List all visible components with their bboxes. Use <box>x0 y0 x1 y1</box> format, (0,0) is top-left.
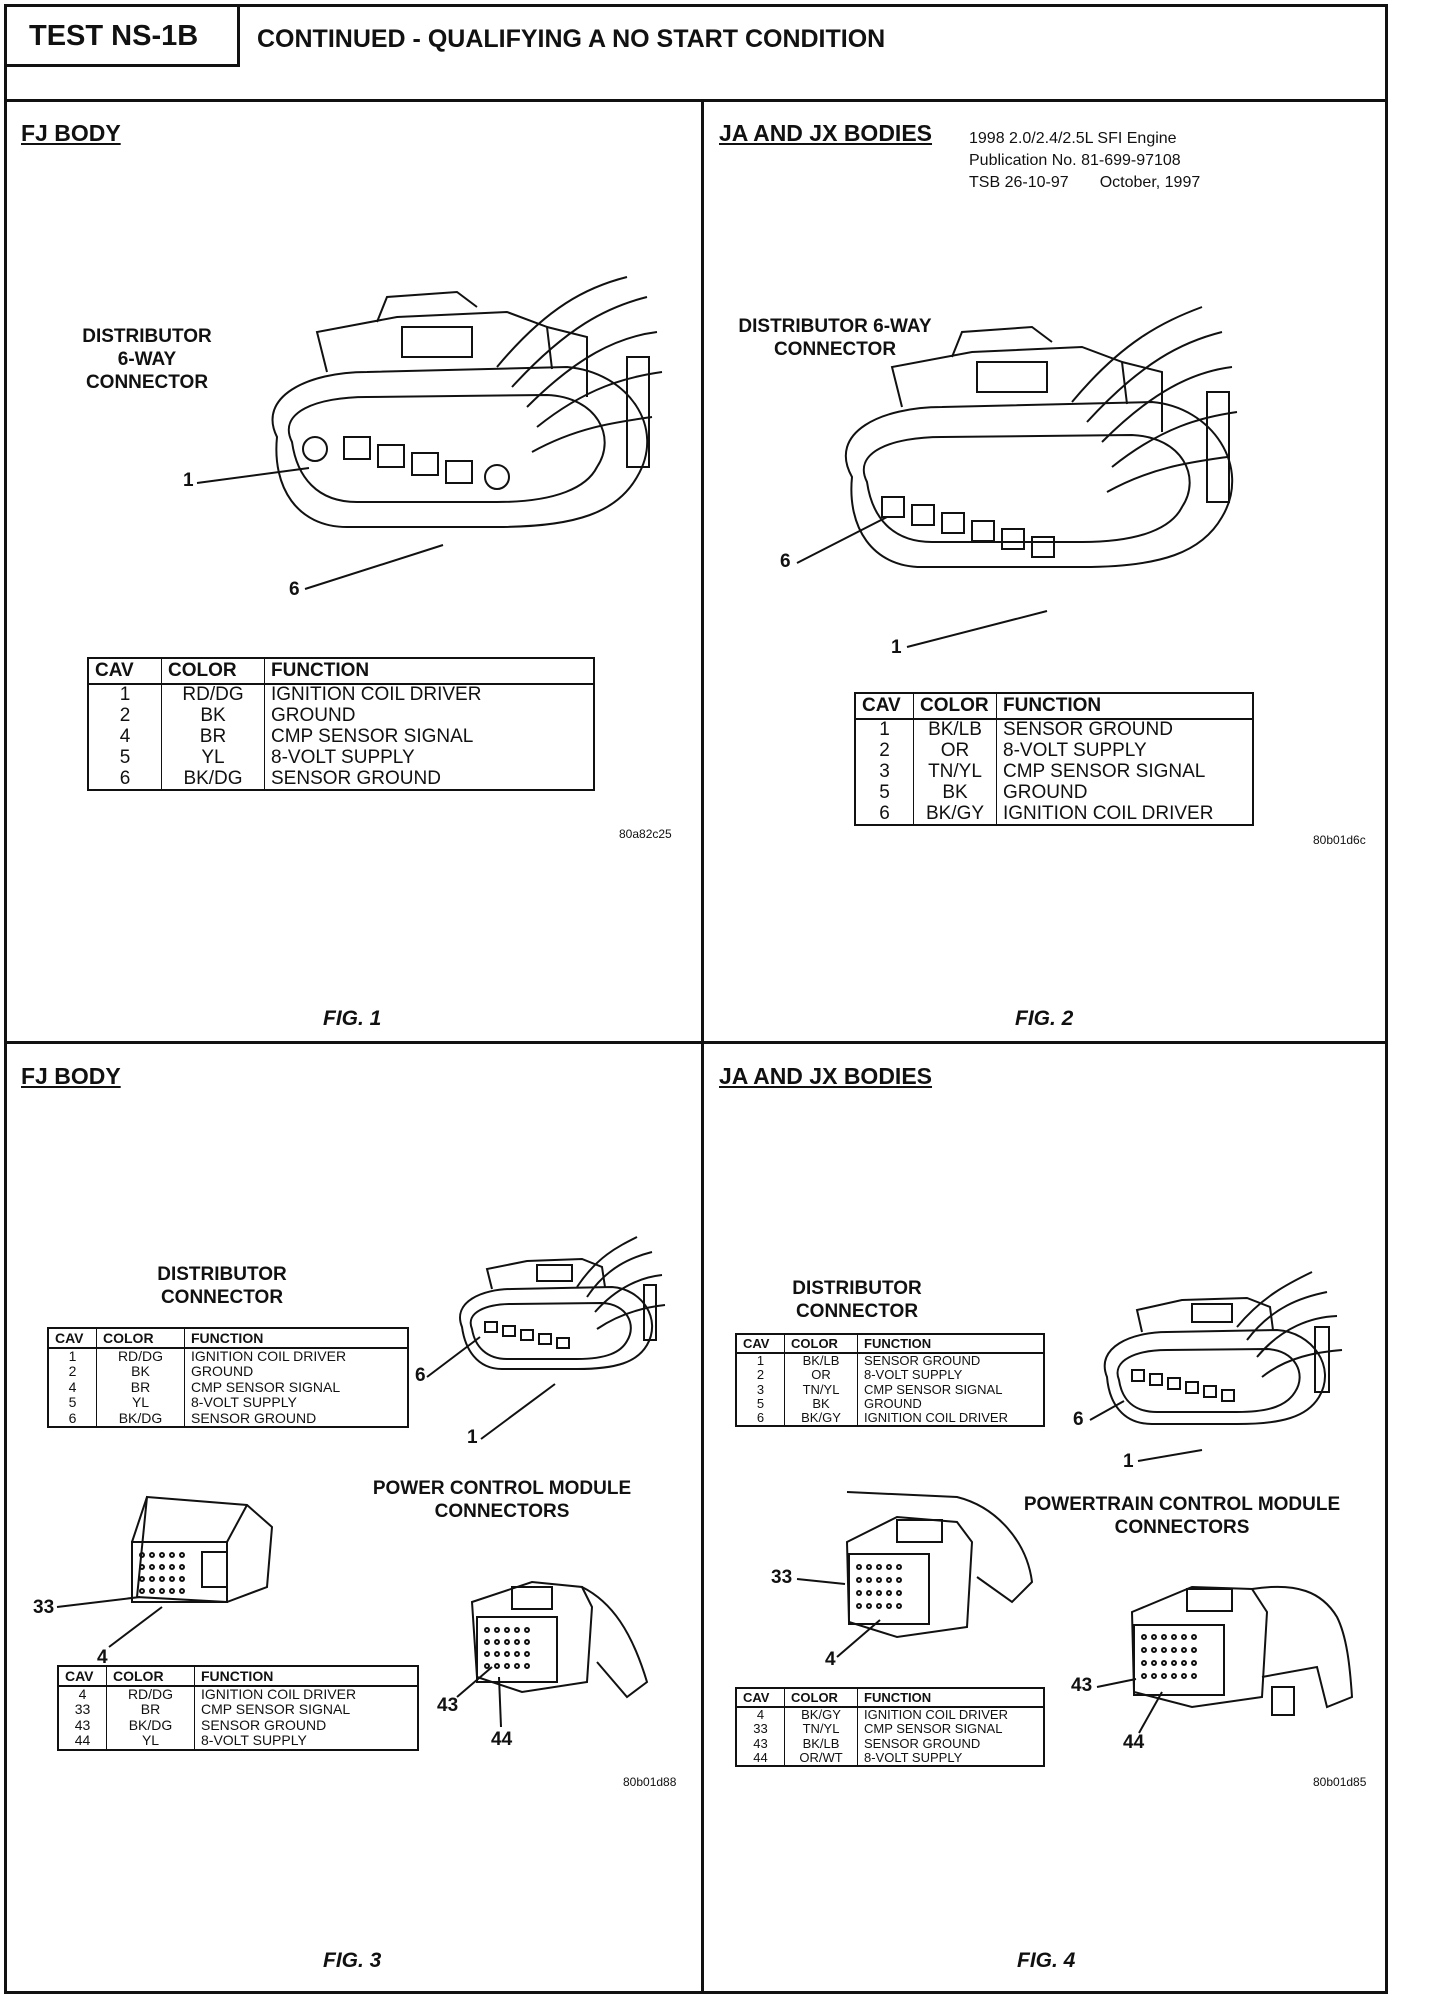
fig1-section-title: FJ BODY <box>21 120 121 146</box>
fig2-drawing-code: 80b01d6c <box>1313 833 1366 847</box>
fig2-caption: FIG. 2 <box>1015 1007 1074 1030</box>
fig1-drawing-code: 80a82c25 <box>619 827 672 841</box>
fig3-caption: FIG. 3 <box>323 1949 382 1972</box>
fig2-section-title: JA AND JX BODIES <box>719 120 933 146</box>
page-header: TEST NS-1B CONTINUED - QUALIFYING A NO S… <box>7 7 1385 102</box>
fig4-pcm-connector-b <box>1130 1585 1354 1716</box>
fig3-pcm-connector-b <box>470 1580 649 1699</box>
fig1-caption: FIG. 1 <box>323 1007 382 1030</box>
fig3-pcm-callout-33: 33 <box>33 1597 55 1618</box>
fig3-dist-callout-1: 1 <box>467 1427 478 1448</box>
fig4-pcm-callout-43: 43 <box>1071 1675 1093 1696</box>
fig4-drawing-code: 80b01d85 <box>1313 1775 1367 1789</box>
pub-tsb: TSB 26-10-97 October, 1997 <box>969 174 1201 191</box>
fig4-caption: FIG. 4 <box>1017 1949 1076 1972</box>
fig4-section-title: JA AND JX BODIES <box>719 1063 933 1089</box>
page-frame: TEST NS-1B CONTINUED - QUALIFYING A NO S… <box>4 4 1388 1994</box>
fig4-dist-callout-6: 6 <box>1073 1409 1084 1430</box>
callout-leaders <box>56 467 1203 1734</box>
fig2-connector-drawing <box>844 306 1238 568</box>
fig3-pcm-connector-a <box>131 1495 274 1604</box>
fig3-pcm-callout-4: 4 <box>97 1647 108 1668</box>
quadrant-divider-horizontal <box>7 1041 1385 1044</box>
fig1-callout-1: 1 <box>183 470 194 491</box>
fig4-dist-callout-1: 1 <box>1123 1451 1134 1472</box>
page-title: CONTINUED - QUALIFYING A NO START CONDIT… <box>257 25 886 53</box>
fig3-drawing-code: 80b01d88 <box>623 1775 677 1789</box>
fig1-callout-6: 6 <box>289 579 300 600</box>
fig3-section-title: FJ BODY <box>21 1063 121 1089</box>
pub-engine: 1998 2.0/2.4/2.5L SFI Engine <box>969 130 1177 147</box>
fig3-distributor-drawing <box>459 1236 666 1370</box>
fig4-pcm-callout-4: 4 <box>825 1649 836 1670</box>
pub-number: Publication No. 81-699-97108 <box>969 152 1181 169</box>
fig4-distributor-drawing <box>1103 1271 1343 1425</box>
fig2-callout-1: 1 <box>891 637 902 658</box>
fig1-connector-drawing <box>271 276 663 528</box>
publication-info: 1998 2.0/2.4/2.5L SFI Engine Publication… <box>969 128 1200 194</box>
quadrant-divider-vertical <box>701 102 704 1992</box>
fig4-pcm-callout-33: 33 <box>771 1567 793 1588</box>
fig3-pcm-callout-43: 43 <box>437 1695 459 1716</box>
fig4-pcm-connector-a <box>845 1491 1034 1639</box>
fig2-callout-6: 6 <box>780 551 791 572</box>
fig3-pcm-callout-44: 44 <box>491 1729 513 1750</box>
fig4-pcm-callout-44: 44 <box>1123 1732 1145 1753</box>
fig3-dist-callout-6: 6 <box>415 1365 426 1386</box>
test-id-box: TEST NS-1B <box>7 7 240 67</box>
